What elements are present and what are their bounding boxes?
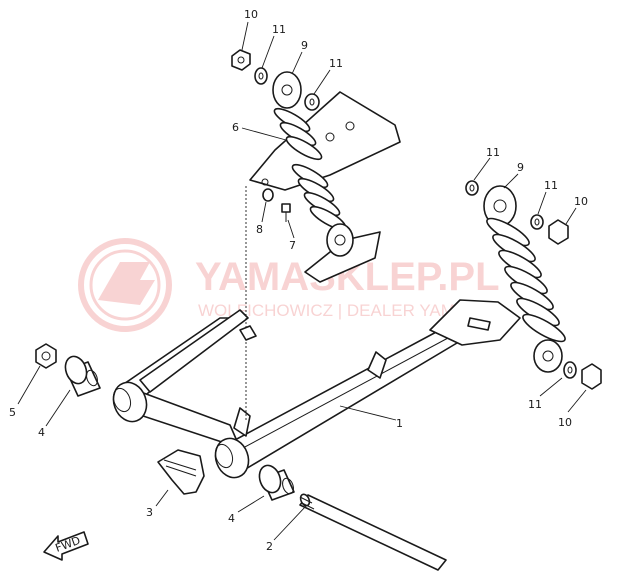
- bushing-left: [64, 355, 101, 397]
- callout-11-right-b: 11: [544, 179, 558, 192]
- chain-guide: [157, 449, 205, 495]
- washer-8: [262, 188, 274, 202]
- callout-9-right: 9: [517, 161, 524, 174]
- callout-11-top: 11: [272, 23, 286, 36]
- bolt-swingarm: [239, 325, 257, 341]
- callout-4-bottom: 4: [228, 512, 235, 525]
- callout-10-right: 10: [574, 195, 588, 208]
- rear-shock-absorber-right: [483, 185, 566, 373]
- watermark: YAMASKLEP.PL WOLFICHOWICZ | DEALER YAMAH…: [78, 238, 500, 332]
- callout-10-bottom: 10: [558, 416, 572, 429]
- swingarm: [112, 231, 521, 479]
- callout-11-bottom: 11: [528, 398, 542, 411]
- watermark-logo-icon: [78, 238, 172, 332]
- cap-nut-bottom: [581, 363, 602, 390]
- watermark-subline: WOLFICHOWICZ | DEALER YAMAHA: [198, 301, 491, 320]
- washer-top-b: [304, 93, 320, 111]
- callout-4-left: 4: [38, 426, 45, 439]
- callout-1: 1: [396, 417, 403, 430]
- callout-2: 2: [266, 540, 273, 553]
- nut-5: [35, 343, 57, 369]
- callout-9-top: 9: [301, 39, 308, 52]
- pivot-shaft: [299, 493, 447, 571]
- forward-arrow-icon: FWD: [43, 531, 89, 561]
- callout-8: 8: [256, 223, 263, 236]
- callouts: 10 11 9 11 6 8 7 11 9 11 10 1 5 4 3 4 2 …: [9, 8, 588, 553]
- callout-11-top-b: 11: [329, 57, 343, 70]
- rear-shock-absorber-left: [272, 71, 354, 257]
- washer-right: [465, 180, 479, 196]
- callout-7: 7: [289, 239, 296, 252]
- cap-nut-right: [548, 219, 569, 245]
- washer-right-b: [530, 214, 544, 230]
- leader-lines: [17, 21, 587, 541]
- callout-10-top: 10: [244, 8, 258, 21]
- callout-11-right: 11: [486, 146, 500, 159]
- nut-top: [231, 49, 251, 71]
- washer-bottom: [563, 361, 577, 379]
- callout-6: 6: [232, 121, 239, 134]
- washer-top: [254, 67, 268, 85]
- bushing-bottom: [258, 464, 295, 501]
- shock-bracket: [245, 91, 401, 420]
- callout-3: 3: [146, 506, 153, 519]
- bolt-7: [281, 203, 291, 222]
- callout-5: 5: [9, 406, 16, 419]
